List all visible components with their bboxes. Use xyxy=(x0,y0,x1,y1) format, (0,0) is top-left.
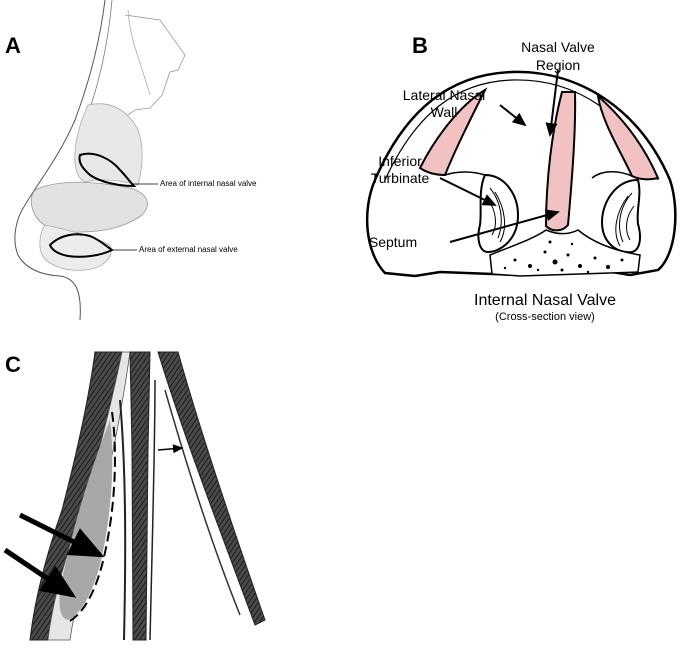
panel-c-letter: C xyxy=(5,352,21,377)
left-cavity-edge xyxy=(444,171,486,176)
right-valve-region xyxy=(596,93,660,181)
septum-center xyxy=(129,351,151,641)
left-valve-region xyxy=(418,87,488,177)
caption-title: Internal Nasal Valve xyxy=(474,292,616,309)
septum-label: Septum xyxy=(369,234,417,250)
right-cavity-edge xyxy=(591,171,633,179)
panel-a-letter: A xyxy=(5,33,21,58)
right-septal-edge xyxy=(149,379,156,641)
valve-dashed-outline xyxy=(67,411,116,623)
valve-arrow-lower xyxy=(3,547,77,598)
lateral-wall-arrow xyxy=(499,104,527,127)
lateral-wall-label-line1: Lateral Nasal xyxy=(403,87,486,103)
turbinate-label-line1: Inferior xyxy=(378,153,422,169)
internal-valve-outline xyxy=(78,152,137,188)
panel-b-letter: B xyxy=(412,33,428,58)
septum-arrow xyxy=(449,209,560,243)
nasal-bone-outline xyxy=(119,14,186,121)
right-turbinate xyxy=(600,178,641,254)
maxillary-crest xyxy=(489,229,641,277)
nasal-valve-region-label-line1: Nasal Valve xyxy=(521,39,595,55)
panel-a-nose-diagram: Area of internal nasal valve Area of ext… xyxy=(14,0,257,320)
caption-subtitle: (Cross-section view) xyxy=(495,311,595,323)
lower-lateral-cartilage xyxy=(30,181,148,233)
lateral-wall-label-line2: Wall xyxy=(431,104,458,120)
panel-c-valve-drawing xyxy=(3,351,266,641)
right-wall-inner-line xyxy=(164,389,241,616)
external-valve-label: Area of external nasal valve xyxy=(139,245,238,254)
upper-lateral-cartilage xyxy=(74,103,143,186)
nasal-valve-region-label-line2: Region xyxy=(536,57,580,73)
turbinate-label-line2: Turbinate xyxy=(371,170,430,186)
valve-arrow-upper xyxy=(18,512,105,558)
nasal-valve-region-arrow xyxy=(545,69,559,137)
panel-b-cross-section: Nasal Valve Region Lateral Nasal Wall In… xyxy=(365,39,677,323)
nose-profile-outline xyxy=(14,0,106,320)
right-lateral-wall xyxy=(157,351,266,626)
septum-arrow-small xyxy=(157,444,184,454)
turbinate-arrow xyxy=(439,177,497,206)
left-septal-edge xyxy=(119,399,127,641)
nasal-bone-edge xyxy=(127,9,151,96)
septum-shape xyxy=(544,91,577,232)
bone-texture-dots xyxy=(503,240,624,274)
internal-valve-label: Area of internal nasal valve xyxy=(160,179,257,188)
left-turbinate xyxy=(477,173,520,254)
inner-outline-left xyxy=(384,79,513,181)
right-turbinate-hatching xyxy=(615,192,635,247)
